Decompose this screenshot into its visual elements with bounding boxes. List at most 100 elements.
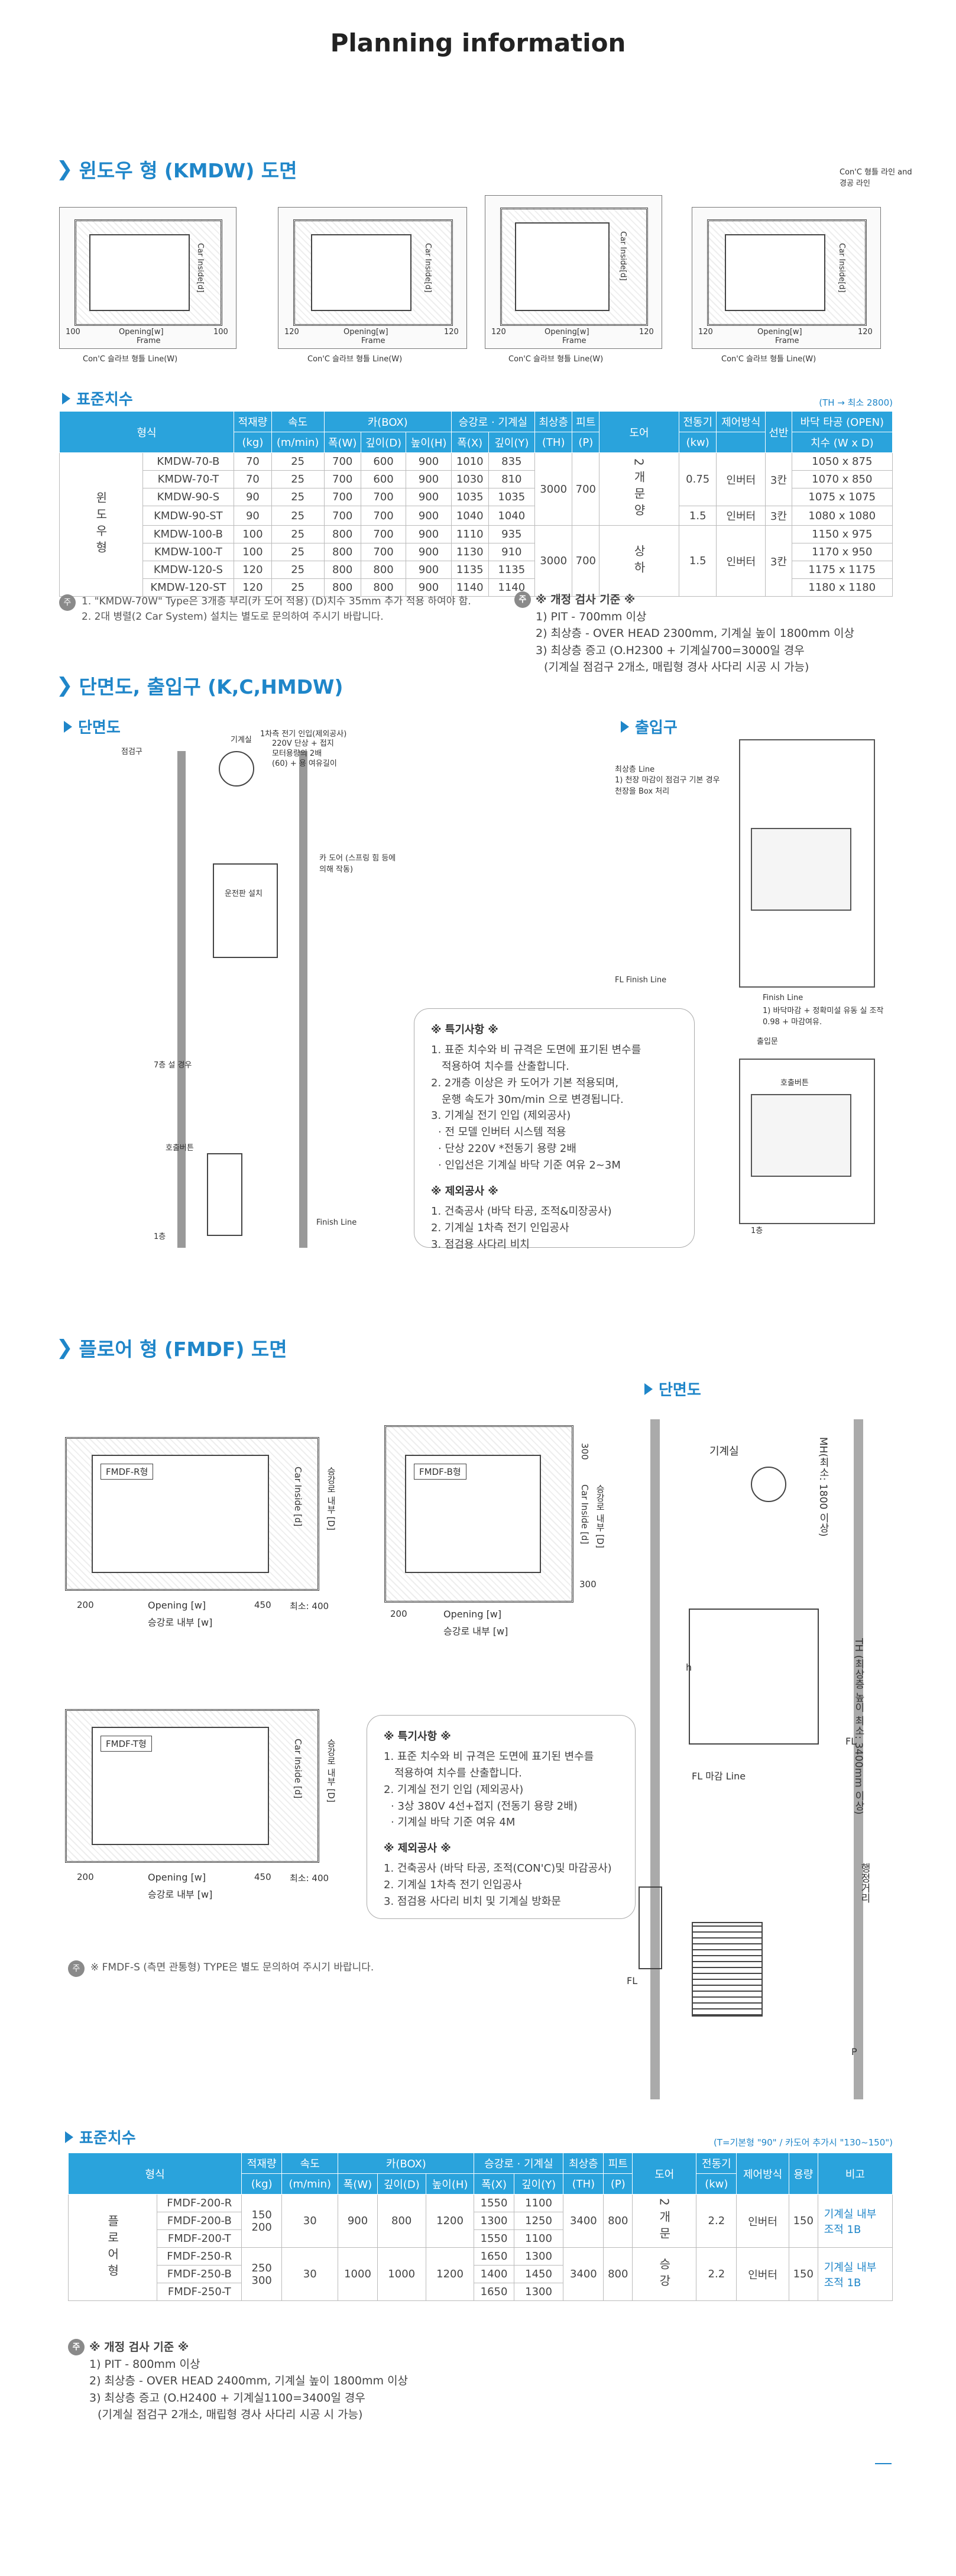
note-badge-icon: 주 — [514, 591, 531, 609]
cell-car-d: 700 — [360, 506, 407, 526]
fmdf-th-label: TH (최상층 높이 최소: 3400mm 이상) — [853, 1638, 864, 1815]
cell-car-w: 700 — [323, 452, 361, 471]
cell-model: KMDW-70-B — [142, 452, 235, 471]
cell-opening: 1075 x 1075 — [791, 488, 893, 506]
fmdf-exclude-1: 1. 건축공사 (바닥 타공, 조적(CON'C)및 마감공사) — [384, 1862, 612, 1875]
fmdf-section-title: ❯ 플로어 형 (FMDF) 도면 — [56, 1334, 287, 1362]
exclude-2: 2. 기계실 1차측 전기 인입공사 — [431, 1221, 569, 1234]
th-top: 최상층 — [534, 411, 573, 432]
special-8: · 인입선은 기계실 바닥 기준 여유 2~3M — [438, 1159, 621, 1172]
cell-model: KMDW-120-ST — [142, 578, 235, 597]
fmdf-fl-line-label: FL 마감 Line — [692, 1771, 746, 1782]
th-door: 도어 — [599, 411, 679, 453]
th-capacity: 적재량 — [234, 411, 272, 432]
cell-control: 인버터 — [716, 452, 766, 506]
slab-line-label: Con'C 슬라브 형틀 Line(W) — [307, 355, 403, 364]
cell-car-h: 900 — [406, 543, 452, 561]
cell-opening: 1050 x 875 — [791, 452, 893, 471]
inner-w-label: 승강로 내부 [w] — [148, 1617, 213, 1628]
cell-model: KMDW-100-B — [142, 525, 235, 543]
th-speed-unit: (m/min) — [271, 432, 325, 453]
fmdf-inspect: 주※ 개정 검사 기준 ※ 1) PIT - 800mm 이상 2) 최상층 -… — [68, 2339, 659, 2423]
cell-capacity: 70 — [234, 452, 272, 471]
triangle-right-icon — [64, 720, 72, 733]
cell-hoist-x: 1030 — [451, 470, 489, 488]
plan-name: FMDF-B형 — [414, 1464, 466, 1480]
section2-left-title-text: 단면도 — [78, 719, 121, 737]
seventh-floor-label: 7층 설 경우 — [154, 1061, 192, 1070]
cell-car-h: 900 — [406, 561, 452, 579]
cell-car-d: 700 — [360, 488, 407, 506]
car-inside-label: Car Inside [d] — [293, 1739, 303, 1799]
th-hoist: 승강로 · 기계실 — [451, 411, 535, 432]
cell-hoist-y: 1100 — [513, 2194, 564, 2212]
fmdf-inspect-title: ※ 개정 검사 기준 ※ — [89, 2341, 189, 2354]
control-item-3: (60) + 용 여유길이 — [272, 759, 337, 768]
fmdf-inspect-2: 2) 최상층 - OVER HEAD 2400mm, 기계실 높이 1800mm… — [89, 2374, 409, 2387]
cell-speed: 25 — [271, 578, 325, 597]
car — [515, 222, 610, 311]
cell-car-w: 800 — [323, 543, 361, 561]
cell-control: 인버터 — [716, 525, 766, 597]
opening-label: Opening [w] — [148, 1600, 206, 1611]
cell-speed: 25 — [271, 488, 325, 506]
kmdw-drawing-1: Car Inside[d] 100 Opening[w] 100 Frame — [59, 207, 236, 349]
th-motor: 전동기 — [678, 411, 717, 432]
th-control: 제어방식 — [736, 2153, 789, 2195]
opening-label: Opening [w] — [443, 1609, 502, 1620]
th-volume: 용량 — [788, 2153, 818, 2195]
th-pit-unit: (P) — [572, 432, 600, 453]
cell-door: 승강 — [632, 2247, 697, 2301]
th-car-h: 높이(H) — [425, 2173, 475, 2195]
th-motor-unit: (kw) — [678, 432, 717, 453]
special-4: 운행 속도가 30m/min 으로 변경됩니다. — [442, 1093, 624, 1106]
dim-left: 120 — [491, 328, 506, 336]
fmdf-special-2: 적용하여 치수를 산출합니다. — [394, 1766, 522, 1779]
cell-control: 인버터 — [716, 506, 766, 526]
inner-d-label: 승강로 내부 [D] — [595, 1484, 605, 1548]
hoistway — [177, 751, 307, 1248]
kmdw-section-title-text: 윈도우 형 (KMDW) 도면 — [79, 159, 297, 182]
cell-th: 3400 — [563, 2194, 604, 2248]
chevron-right-icon: ❯ — [56, 1336, 73, 1360]
kmdw-inspect-2: 2) 최상층 - OVER HEAD 2300mm, 기계실 높이 1800mm… — [536, 627, 855, 640]
cell-speed: 30 — [281, 2247, 339, 2301]
top-line-label: 최상층 Line — [615, 765, 655, 774]
cell-th: 3000 — [534, 525, 573, 597]
cell-door-bottom: 상하 — [599, 525, 679, 597]
note-badge-icon: 주 — [68, 1960, 85, 1977]
th-capacity: 적재량 — [241, 2153, 283, 2174]
cell-hoist-y: 1040 — [488, 506, 535, 526]
control-items: 220V 단상 + 접지 모터용량의 2배 (60) + 용 여유길이 — [272, 739, 372, 769]
page-title: Planning information — [330, 28, 626, 57]
th-control-2: 제어방식 — [716, 432, 766, 453]
cell-hoist-x: 1550 — [474, 2194, 514, 2212]
slab-line-label: Con'C 슬라브 형틀 Line(W) — [721, 355, 816, 364]
page-end-mark — [875, 2463, 892, 2464]
cell-th: 3000 — [534, 452, 573, 526]
cell-capacity: 70 — [234, 470, 272, 488]
cell-model: FMDF-200-R — [157, 2194, 242, 2212]
triangle-right-icon — [65, 2131, 73, 2143]
side-label: 윈도우형 — [59, 452, 143, 597]
finish-line-label-2: Finish Line — [763, 993, 803, 1002]
opening-label: Opening [w] — [148, 1872, 206, 1883]
cell-car-h: 900 — [406, 525, 452, 543]
fmdf-inspect-1: 1) PIT - 800mm 이상 — [89, 2357, 200, 2371]
cell-opening: 1070 x 850 — [791, 470, 893, 488]
car-inside-label: Car Inside[d] — [837, 243, 846, 293]
dim-right: 120 — [444, 328, 459, 336]
cell-opening: 1180 x 1180 — [791, 578, 893, 597]
finish-note: 1) 바닥마감 + 정확미설 유동 실 조작 0.98 + 마감여유. — [763, 1007, 884, 1027]
car-inside-label: Car Inside [d] — [293, 1467, 303, 1527]
fmdf-section-drawing: 기계실 MH(최소: 1800 이상) TH (최상층 높이 최소: 3400m… — [627, 1413, 899, 2111]
dim-3: 최소: 400 — [290, 1601, 329, 1611]
th-type: 형식 — [67, 2153, 242, 2195]
th-remark: 비고 — [817, 2153, 893, 2195]
fmdf-exclude-3: 3. 점검용 사다리 비치 및 기계실 방화문 — [384, 1895, 561, 1908]
plan-name: FMDF-R형 — [101, 1464, 154, 1480]
